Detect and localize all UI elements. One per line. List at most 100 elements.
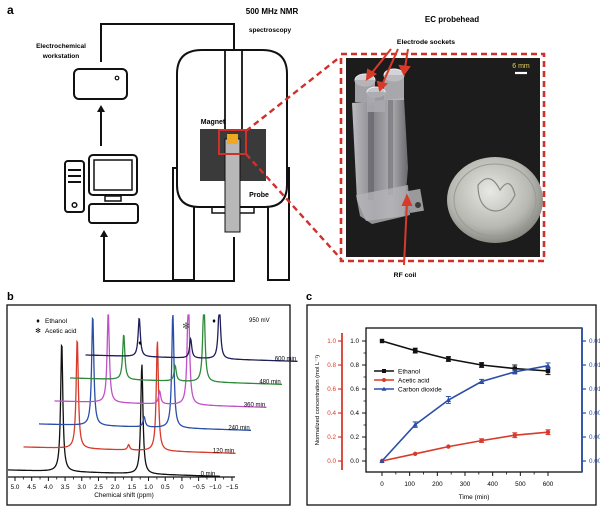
series-line-acetic-acid bbox=[381, 431, 549, 462]
acetic-acid-marker-icon: ✻ bbox=[182, 321, 190, 331]
data-point-square bbox=[379, 338, 385, 344]
probehead-photo: 6 mm bbox=[346, 58, 543, 257]
computer-icon bbox=[64, 154, 139, 224]
x-tick-label: 1.0 bbox=[144, 484, 153, 491]
y-tick-label-outer: 0.4 bbox=[327, 410, 336, 417]
x-tick-label: 5.0 bbox=[11, 484, 20, 491]
data-point-square bbox=[479, 362, 484, 368]
data-point-circle bbox=[413, 451, 418, 456]
scale-label: 6 mm bbox=[512, 63, 530, 70]
legend-marker-circle bbox=[382, 378, 386, 382]
x-tick-label: 300 bbox=[460, 481, 471, 488]
data-point-square bbox=[446, 356, 451, 362]
y-tick-label-right: 0.0105 bbox=[589, 386, 600, 393]
y-tick-label-outer: 0.0 bbox=[327, 458, 336, 465]
arrow-up-icon bbox=[97, 105, 105, 112]
y-axis-title-c: Normalized concentration (mol L⁻¹) bbox=[315, 355, 321, 445]
x-tick-label: −1.0 bbox=[209, 484, 222, 491]
y-tick-label-outer: 1.0 bbox=[327, 338, 336, 345]
workstation-box bbox=[73, 68, 128, 100]
legend-marker-square bbox=[382, 369, 386, 373]
y-tick-label-right: 0.0140 bbox=[589, 362, 600, 369]
zoom-line-bottom bbox=[245, 153, 342, 260]
data-point-triangle bbox=[479, 378, 485, 384]
data-point-circle bbox=[479, 438, 484, 443]
data-point-triangle bbox=[545, 363, 551, 368]
panel-b-legend: ♦Ethanol✻Acetic acid bbox=[35, 318, 77, 335]
y-tick-label-right: 0.0070 bbox=[589, 410, 600, 417]
probe-label: Probe bbox=[249, 192, 269, 199]
plot-area bbox=[365, 327, 583, 473]
nmr-subtitle: spectroscopy bbox=[249, 27, 292, 34]
x-tick-label: 0.5 bbox=[161, 484, 170, 491]
data-point-circle bbox=[446, 444, 451, 449]
y-tick-label-left: 0.6 bbox=[350, 386, 359, 393]
y-tick-label-outer: 0.6 bbox=[327, 386, 336, 393]
spectrum-trace-240min bbox=[39, 314, 251, 431]
y-tick-label-left: 0.0 bbox=[350, 458, 359, 465]
legend-label: Carbon dioxide bbox=[398, 386, 442, 393]
y-tick-label-left: 1.0 bbox=[350, 338, 359, 345]
legend-label: Ethanol bbox=[398, 368, 421, 375]
x-tick-label: 2.5 bbox=[94, 484, 103, 491]
probehead-title: EC probehead bbox=[425, 15, 479, 24]
data-point-square bbox=[413, 348, 418, 353]
y-tick-label-left: 0.8 bbox=[350, 362, 359, 369]
data-point-circle bbox=[545, 430, 551, 435]
y-tick-label-right: 0.0175 bbox=[589, 338, 600, 345]
trace-label: 240 min bbox=[228, 425, 249, 431]
voltage-annotation: 950 mV bbox=[249, 318, 270, 324]
x-tick-label: 600 bbox=[543, 481, 554, 488]
panel-c-axes: 0 100 200 300 400 500 600 0.0 0.2 0.4 0.6 0.8 1.0 0.0… bbox=[327, 328, 600, 488]
trace-label: 0 min bbox=[201, 471, 216, 477]
nmr-title: 500 MHz NMR bbox=[246, 7, 299, 16]
legend-marker-triangle bbox=[381, 386, 387, 391]
data-point-triangle bbox=[379, 458, 385, 463]
data-point-square bbox=[512, 366, 517, 371]
x-axis-title: Chemical shift (ppm) bbox=[94, 492, 154, 499]
panel-b-frame bbox=[6, 304, 291, 506]
panel-c-series bbox=[379, 338, 551, 464]
x-tick-label: 4.5 bbox=[27, 484, 36, 491]
x-tick-label: 100 bbox=[404, 481, 415, 488]
x-tick-label: 500 bbox=[515, 481, 526, 488]
legend-label: Acetic acid bbox=[45, 328, 77, 335]
x-tick-label: −0.5 bbox=[192, 484, 205, 491]
y-tick-label-outer: 0.8 bbox=[327, 362, 336, 369]
electrode-sockets-label: Electrode sockets bbox=[397, 39, 455, 46]
wire-bottom bbox=[103, 235, 235, 282]
highlight-box bbox=[218, 129, 247, 155]
x-tick-label: 0 bbox=[180, 484, 184, 491]
panel-c-frame bbox=[306, 304, 597, 506]
x-tick-label: 1.5 bbox=[127, 484, 136, 491]
x-tick-label: 2.0 bbox=[111, 484, 120, 491]
y-tick-label-left: 0.2 bbox=[350, 434, 359, 441]
panel-a-label: a bbox=[7, 3, 14, 17]
magnet-label: Magnet bbox=[201, 119, 226, 126]
series-line-ethanol bbox=[381, 340, 549, 372]
workstation-label-line1: Electrochemical bbox=[36, 43, 86, 50]
workstation-label-line2: workstation bbox=[42, 53, 80, 60]
trace-label: 120 min bbox=[213, 448, 234, 454]
ethanol-marker-icon: ♦ bbox=[138, 340, 142, 347]
panel-b-label: b bbox=[7, 291, 14, 303]
x-tick-label: 200 bbox=[432, 481, 443, 488]
arrow-up-icon-2 bbox=[100, 230, 108, 237]
data-point-triangle bbox=[512, 369, 518, 374]
panel-a: a 500 MHz NMR spectroscopy Electrochemic… bbox=[7, 3, 546, 282]
legend-label: Acetic acid bbox=[398, 377, 430, 384]
nmr-spectrometer bbox=[172, 49, 290, 281]
spectrum-trace-360min bbox=[54, 314, 267, 408]
x-tick-label: 400 bbox=[487, 481, 498, 488]
trace-label: 600 min bbox=[275, 356, 296, 362]
data-point-triangle bbox=[412, 422, 418, 427]
x-tick-label: 0 bbox=[380, 481, 384, 488]
legend-symbol-icon: ♦ bbox=[36, 318, 40, 325]
spectrum-trace-120min bbox=[23, 339, 236, 454]
spectrum-trace-0min bbox=[8, 343, 220, 477]
spectrum-trace-480min bbox=[70, 314, 282, 385]
x-tick-label: 3.0 bbox=[77, 484, 86, 491]
